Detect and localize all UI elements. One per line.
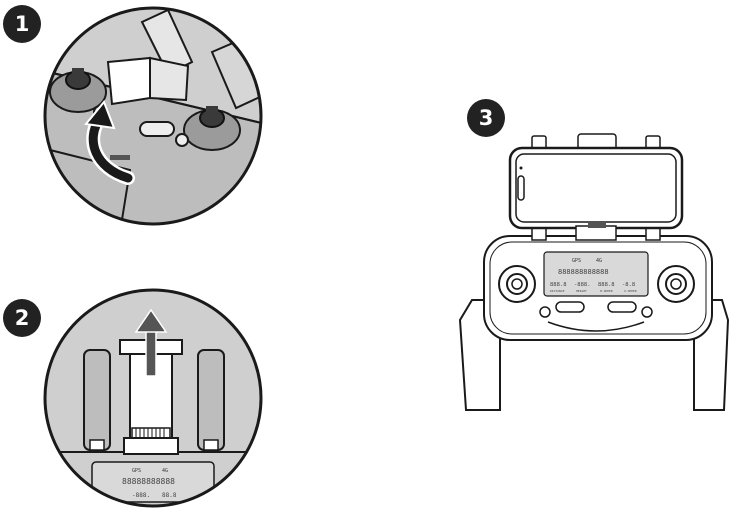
lcd-height-label: HEIGHT bbox=[576, 289, 587, 293]
lcd-display: GPS 4G 888888888888 888.8 -888. 888.8 -8… bbox=[543, 251, 649, 297]
lcd-vspeed-label: V.SPEED bbox=[624, 289, 637, 293]
step-3-number: 3 bbox=[479, 106, 494, 130]
lcd-distance-value: 888.8 bbox=[550, 282, 567, 288]
step-3-badge: 3 bbox=[467, 99, 505, 137]
step-1-badge: 1 bbox=[3, 5, 41, 43]
small-right-button bbox=[641, 306, 653, 318]
function-button bbox=[555, 301, 585, 313]
lcd-digit-row: 888888888888 bbox=[558, 268, 609, 276]
left-control-stick bbox=[49, 68, 107, 113]
lcd-readout: -888. bbox=[132, 492, 150, 499]
step-2-number: 2 bbox=[15, 306, 30, 330]
rotate-arrow-icon bbox=[84, 100, 135, 185]
slide-up-arrow-icon bbox=[134, 308, 168, 377]
step-1-detail-circle bbox=[43, 6, 263, 226]
lcd-hspeed-value: 888.8 bbox=[598, 282, 615, 288]
step-2-detail-circle: GPS 4G 88888888888 -888. 88.8 bbox=[43, 288, 263, 508]
lcd-gps-label: GPS bbox=[572, 258, 581, 264]
controller-with-phone: GPS 4G 888888888888 888.8 -888. 888.8 -8… bbox=[458, 133, 730, 411]
lcd-hspeed-label: H.SPEED bbox=[600, 289, 613, 293]
left-control-stick bbox=[498, 265, 536, 303]
lcd-distance-label: DISTANCE bbox=[550, 289, 565, 293]
lcd-vspeed-value: -8.8 bbox=[622, 282, 635, 288]
step-2-badge: 2 bbox=[3, 299, 41, 337]
small-left-button bbox=[539, 306, 551, 318]
return-home-button bbox=[607, 301, 637, 313]
lcd-height-value: -888. bbox=[574, 282, 591, 288]
phone-clamp bbox=[106, 56, 190, 106]
lcd-signal-label: 4G bbox=[596, 258, 602, 264]
right-control-stick bbox=[183, 106, 241, 151]
right-control-stick bbox=[657, 265, 695, 303]
lcd-signal-label: 4G bbox=[162, 468, 168, 474]
lcd-digit-row: 88888888888 bbox=[122, 477, 175, 486]
lcd-readout: 88.8 bbox=[162, 492, 177, 499]
smartphone bbox=[508, 146, 684, 230]
lcd-gps-label: GPS bbox=[132, 468, 141, 474]
step-1-number: 1 bbox=[15, 12, 30, 36]
